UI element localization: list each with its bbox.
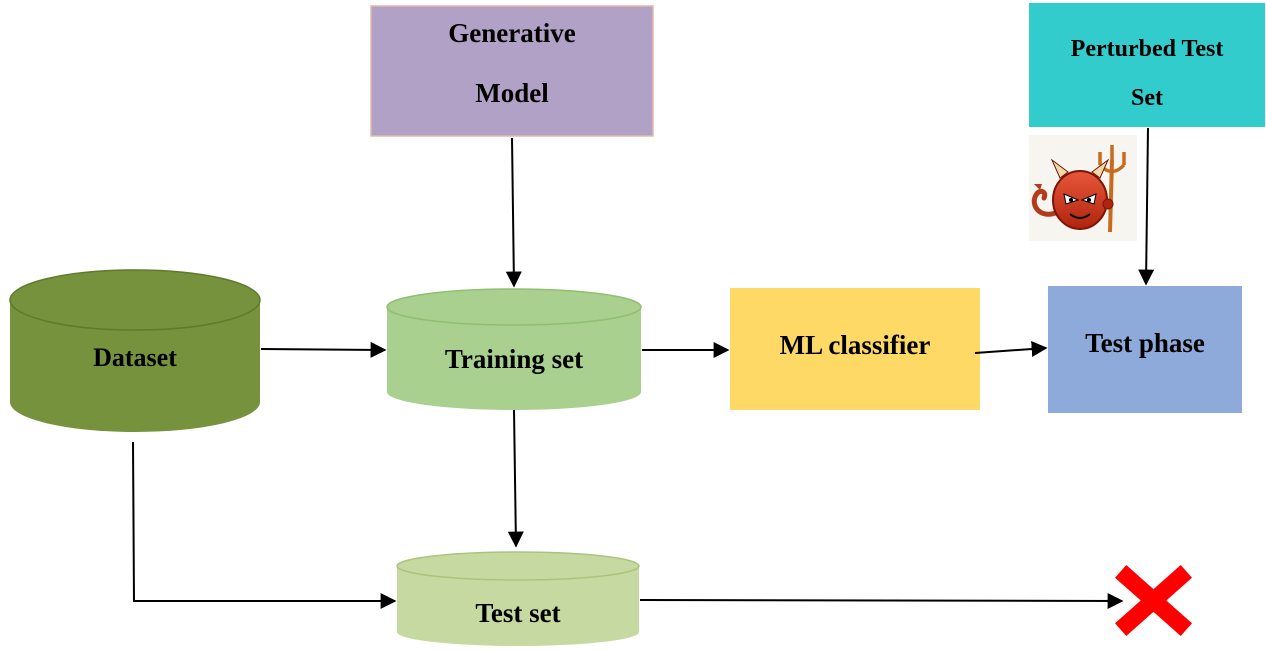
devil-icon xyxy=(1029,135,1137,241)
perturbed-test-set-box xyxy=(1029,3,1265,127)
test-set-node: Test set xyxy=(396,551,640,646)
training-set-label: Training set xyxy=(445,344,583,374)
test-set-label: Test set xyxy=(475,598,560,628)
ml-classifier-label: ML classifier xyxy=(780,330,931,360)
perturbed-test-set-node: Perturbed Test Set xyxy=(1029,3,1265,127)
connectors xyxy=(132,127,1155,609)
test-set-cylinder-top xyxy=(396,551,640,581)
arrow-training-to-test-set xyxy=(507,409,524,548)
arrow-perturbed-to-test-phase xyxy=(1138,127,1155,286)
perturbed-test-set-label-line2: Set xyxy=(1131,85,1163,111)
generative-model-box xyxy=(370,5,654,137)
arrow-generative-to-training xyxy=(505,137,522,288)
test-phase-label: Test phase xyxy=(1085,328,1205,358)
generative-model-label-line1: Generative xyxy=(448,18,575,48)
test-set-cylinder-body xyxy=(397,566,639,646)
arrow-dataset-to-test-set xyxy=(132,441,397,609)
red-x-icon xyxy=(1115,565,1192,636)
arrow-test-set-to-reject xyxy=(639,592,1124,609)
dataset-cylinder-body xyxy=(10,300,260,432)
arrow-dataset-to-training xyxy=(260,341,387,358)
test-phase-node: Test phase xyxy=(1048,286,1242,413)
test-phase-box xyxy=(1048,286,1242,413)
ml-classifier-box xyxy=(730,288,980,410)
dataset-node: Dataset xyxy=(9,269,261,432)
training-set-cylinder-body xyxy=(387,307,641,410)
generative-model-label-line2: Model xyxy=(475,78,549,108)
dataset-label: Dataset xyxy=(93,343,177,372)
training-set-cylinder-top xyxy=(386,288,642,326)
ml-classifier-node: ML classifier xyxy=(730,288,980,410)
perturbed-test-set-label-line1: Perturbed Test xyxy=(1071,36,1224,62)
training-set-node: Training set xyxy=(386,288,642,410)
arrow-classifier-to-test-phase xyxy=(974,341,1048,357)
generative-model-node: Generative Model xyxy=(370,5,654,137)
dataset-cylinder-top xyxy=(9,269,261,331)
